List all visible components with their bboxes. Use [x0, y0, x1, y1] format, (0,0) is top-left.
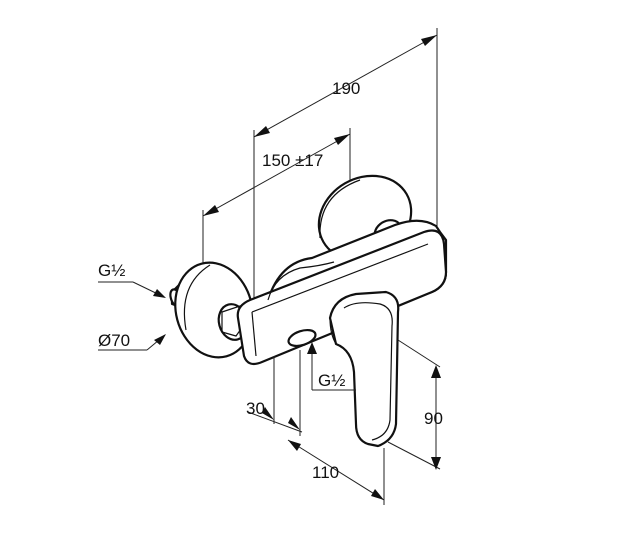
diameter-70-label: Ø70 [98, 331, 130, 350]
thread-inlet-label: G½ [98, 261, 125, 280]
diameter-callout: Ø70 [98, 331, 166, 351]
dimension-190: 190 [253, 28, 438, 310]
lever-handle [328, 290, 400, 448]
dimension-150: 150 ±17 [202, 128, 351, 268]
dim-110-label: 110 [312, 463, 339, 482]
mixer-body [236, 219, 448, 366]
thread-outlet-label: G½ [318, 371, 345, 390]
dim-190-label: 190 [332, 79, 360, 98]
thread-inlet-callout: G½ [98, 261, 166, 298]
dim-90-label: 90 [424, 409, 443, 428]
dimension-30: 30 [246, 350, 303, 436]
dim-150-label: 150 ±17 [262, 151, 323, 170]
dim-30-label: 30 [246, 399, 265, 418]
dimension-110: 110 [287, 439, 385, 505]
thread-outlet-callout: G½ [307, 342, 356, 391]
dimension-90: 90 [387, 339, 443, 470]
left-rosette [169, 261, 254, 359]
